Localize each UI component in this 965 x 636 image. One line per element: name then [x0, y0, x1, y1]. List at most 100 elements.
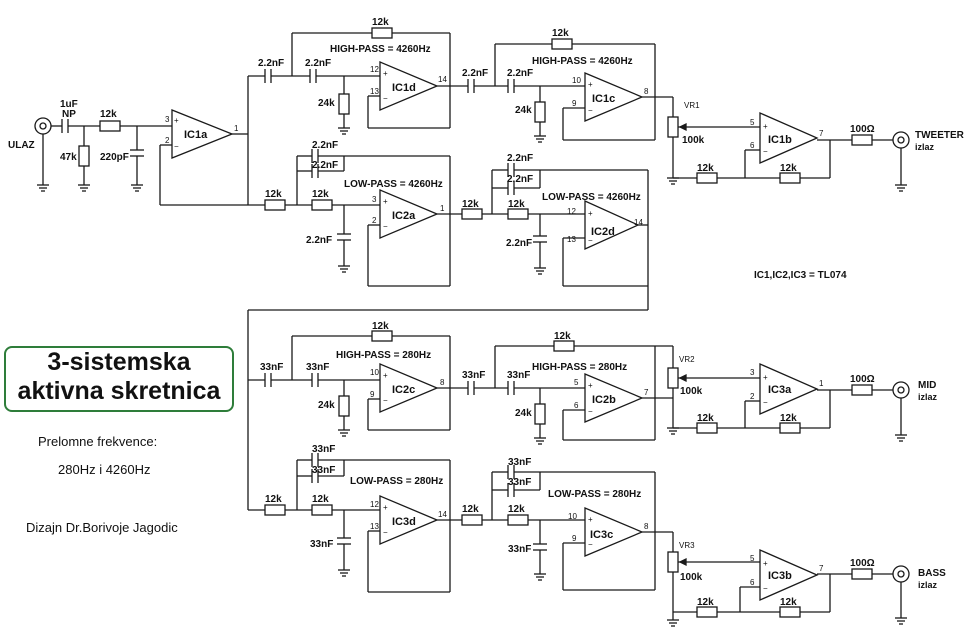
svg-text:+: +	[763, 122, 768, 131]
ic2c-pin-out: 8	[440, 378, 445, 387]
ic1c-pin-out: 8	[644, 87, 649, 96]
ic1c-pin-minus: 9	[572, 99, 577, 108]
svg-text:+: +	[763, 559, 768, 568]
svg-text:−: −	[383, 528, 388, 537]
section-hp-280-a: HIGH-PASS = 280Hz	[336, 350, 431, 361]
svg-text:+: +	[763, 373, 768, 382]
row2-cap4-value: 2.2nF	[507, 174, 533, 185]
svg-text:+: +	[588, 515, 593, 524]
ic1b-pin-minus: 6	[750, 141, 755, 150]
op-amp-ic2d	[584, 199, 640, 251]
ic2b-pin-minus: 6	[574, 401, 579, 410]
input-cap-value: 1uF	[60, 99, 78, 110]
row1-fb-resistor-value: 12k	[372, 17, 389, 28]
bass-output-label: BASS	[918, 568, 946, 579]
tweeter-output-sub: izlaz	[915, 142, 935, 152]
input-ground-resistor-value: 47k	[60, 152, 77, 163]
ic1c-pin-plus: 10	[572, 76, 581, 85]
row3-cap1-value: 33nF	[260, 362, 283, 373]
row4-cap4-value: 33nF	[508, 477, 531, 488]
section-lp-4260-a: LOW-PASS = 4260Hz	[344, 179, 443, 190]
op-amp-ic1c	[584, 72, 644, 122]
op-amp-ic1b	[759, 112, 819, 164]
row4-shunt-cap-value: 33nF	[310, 539, 333, 550]
ic2b-pin-plus: 5	[574, 378, 579, 387]
row1-fb2-resistor-value: 12k	[552, 28, 569, 39]
ic1a-pin-out: 1	[234, 124, 239, 133]
ic-type-note: IC1,IC2,IC3 = TL074	[754, 270, 847, 281]
ic3c-pin-out: 8	[644, 522, 649, 531]
svg-text:+: +	[174, 116, 179, 125]
mid-gain-resistor-a: 12k	[697, 413, 714, 424]
row1-shunt2-resistor-value: 24k	[515, 105, 532, 116]
row4-resistor3-value: 12k	[462, 504, 479, 515]
op-amp-ic3c	[584, 507, 644, 557]
vr2-label: VR2	[679, 355, 695, 364]
ic3c-pin-plus: 10	[568, 512, 577, 521]
ic3a-pin-plus: 3	[750, 368, 755, 377]
ic2b-pin-out: 7	[644, 388, 649, 397]
ic3d-pin-out: 14	[438, 510, 447, 519]
ic1a-pin-plus: 3	[165, 115, 170, 124]
section-lp-280-b: LOW-PASS = 280Hz	[548, 489, 641, 500]
svg-text:−: −	[588, 407, 593, 416]
ic3b-pin-out: 7	[819, 564, 824, 573]
row1-cap1-value: 2.2nF	[258, 58, 284, 69]
op-amp-ic2b	[584, 373, 644, 423]
ic1d-pin-out: 14	[438, 75, 447, 84]
row4-resistor2-value: 12k	[312, 494, 329, 505]
ic2d-label: IC2d	[591, 226, 615, 238]
title-line-2: aktivna skretnica	[17, 377, 221, 405]
ic1a-label: IC1a	[184, 129, 208, 141]
vr3-label: VR3	[679, 541, 695, 550]
author-credit: Dizajn Dr.Borivoje Jagodic	[26, 520, 178, 535]
op-amp-ic1d	[379, 61, 439, 111]
input-cap-type: NP	[62, 109, 76, 120]
input-resistor-value: 12k	[100, 109, 117, 120]
svg-text:+: +	[383, 503, 388, 512]
row2-resistor4-value: 12k	[508, 199, 525, 210]
mid-out-resistor: 100Ω	[850, 374, 875, 385]
row2-shunt-cap2-value: 2.2nF	[506, 238, 532, 249]
frequency-values: 280Hz i 4260Hz	[58, 462, 151, 477]
row3-cap4-value: 33nF	[507, 370, 530, 381]
section-hp-280-b: HIGH-PASS = 280Hz	[532, 362, 627, 373]
svg-text:−: −	[763, 398, 768, 407]
section-hp-4260-a: HIGH-PASS = 4260Hz	[330, 44, 431, 55]
svg-text:−: −	[383, 396, 388, 405]
row2-cap2-value: 2.2nF	[312, 160, 338, 171]
row4-shunt-cap2-value: 33nF	[508, 544, 531, 555]
row3-shunt2-resistor-value: 24k	[515, 408, 532, 419]
ic3b-pin-minus: 6	[750, 578, 755, 587]
row2-shunt-cap-value: 2.2nF	[306, 235, 332, 246]
row2-resistor2-value: 12k	[312, 189, 329, 200]
ic3d-label: IC3d	[392, 516, 416, 528]
ic1c-label: IC1c	[592, 93, 615, 105]
ic1d-pin-minus: 13	[370, 87, 379, 96]
input-jack	[34, 117, 52, 185]
row4-cap3-value: 33nF	[508, 457, 531, 468]
row2-cap3-value: 2.2nF	[507, 153, 533, 164]
row4-cap2-value: 33nF	[312, 465, 335, 476]
svg-text:−: −	[763, 147, 768, 156]
mid-output-jack	[892, 381, 910, 399]
ic1b-pin-out: 7	[819, 129, 824, 138]
svg-text:−: −	[588, 106, 593, 115]
vr1-label: VR1	[684, 101, 700, 110]
row3-shunt-resistor-value: 24k	[318, 400, 335, 411]
row4-resistor4-value: 12k	[508, 504, 525, 515]
ic2d-pin-minus: 13	[567, 235, 576, 244]
row3-cap3-value: 33nF	[462, 370, 485, 381]
input-filter-cap-value: 220pF	[100, 152, 129, 163]
svg-text:−: −	[383, 94, 388, 103]
vr2-value: 100k	[680, 386, 703, 397]
ic3d-pin-plus: 12	[370, 500, 379, 509]
svg-text:−: −	[763, 584, 768, 593]
vr1-value: 100k	[682, 135, 705, 146]
ic2a-pin-plus: 3	[372, 195, 377, 204]
frequency-heading: Prelomne frekvence:	[38, 434, 158, 449]
op-amp-ic3d	[379, 495, 439, 545]
ic1b-pin-plus: 5	[750, 118, 755, 127]
row1-cap4-value: 2.2nF	[507, 68, 533, 79]
section-lp-4260-b: LOW-PASS = 4260Hz	[542, 192, 641, 203]
